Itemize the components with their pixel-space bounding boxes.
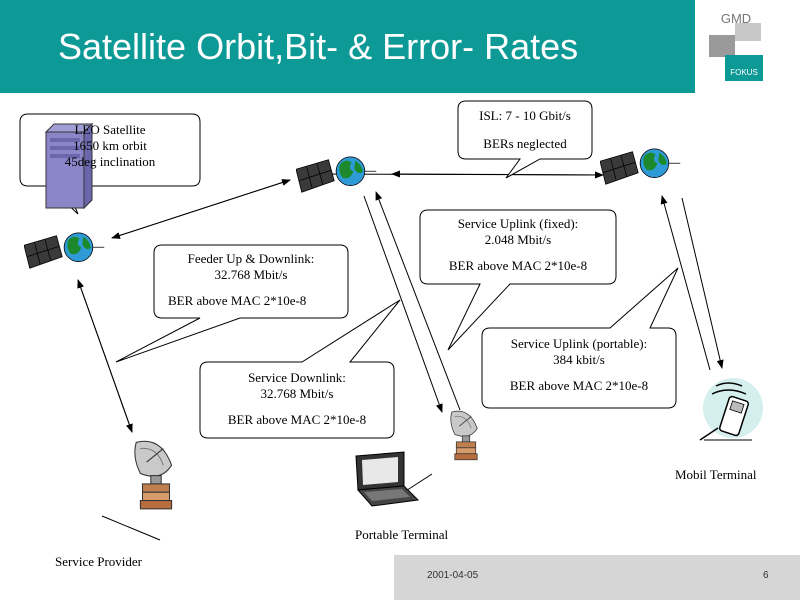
mobile-phone-icon xyxy=(699,378,763,441)
svg-text:GMD: GMD xyxy=(721,11,751,26)
footer-bar: 2001-04-05 6 xyxy=(394,555,800,600)
service-downlink-label: Service Downlink: 32.768 Mbit/s BER abov… xyxy=(227,370,367,427)
mobil-terminal-label: Mobil Terminal xyxy=(675,467,757,482)
satellite-dish-icon xyxy=(134,440,173,510)
isl-link-arrow-reverse xyxy=(391,170,604,178)
page-number: 6 xyxy=(763,570,769,581)
ground-line xyxy=(101,515,161,541)
uplink-portable-arrow xyxy=(375,191,461,411)
satellite-icon xyxy=(600,148,681,185)
isl-label: ISL: 7 - 10 Gbit/s BERs neglected xyxy=(479,108,571,151)
isl-callout xyxy=(457,100,593,179)
downlink-arrow xyxy=(363,195,443,413)
server-icon xyxy=(44,122,94,210)
service-uplink-fixed-label: Service Uplink (fixed): 2.048 Mbit/s BER… xyxy=(448,216,588,273)
svg-text:FOKUS: FOKUS xyxy=(730,68,758,77)
service-uplink-portable-callout xyxy=(481,267,679,409)
service-uplink-portable-label: Service Uplink (portable): 384 kbit/s BE… xyxy=(509,336,649,393)
mobile-uplink-arrow xyxy=(660,195,711,371)
footer-date: 2001-04-05 xyxy=(427,570,479,581)
gmd-fokus-logo: GMD FOKUS xyxy=(703,5,769,85)
feeder-link-label: Feeder Up & Downlink: 32.768 Mbit/s BER … xyxy=(168,251,315,308)
sat-link-arrow-reverse xyxy=(111,179,291,239)
slide-title: Satellite Orbit,Bit- & Error- Rates xyxy=(58,26,579,67)
leo-satellite-icon xyxy=(24,232,105,269)
service-uplink-fixed-callout xyxy=(419,209,617,351)
service-provider-label: Service Provider xyxy=(55,554,143,569)
satellite-dish-icon xyxy=(450,410,478,461)
feeder-link-arrow-reverse xyxy=(77,279,133,433)
network-diagram xyxy=(19,100,763,541)
title-bar: Satellite Orbit,Bit- & Error- Rates xyxy=(0,0,695,93)
feeder-link-callout xyxy=(115,244,349,363)
mobile-downlink-arrow xyxy=(681,197,724,369)
laptop-icon xyxy=(355,451,420,507)
service-downlink-callout xyxy=(199,299,401,439)
leo-satellite-label: LEO Satellite 1650 km orbit 45deg inclin… xyxy=(64,122,156,169)
portable-terminal-label: Portable Terminal xyxy=(355,527,449,542)
